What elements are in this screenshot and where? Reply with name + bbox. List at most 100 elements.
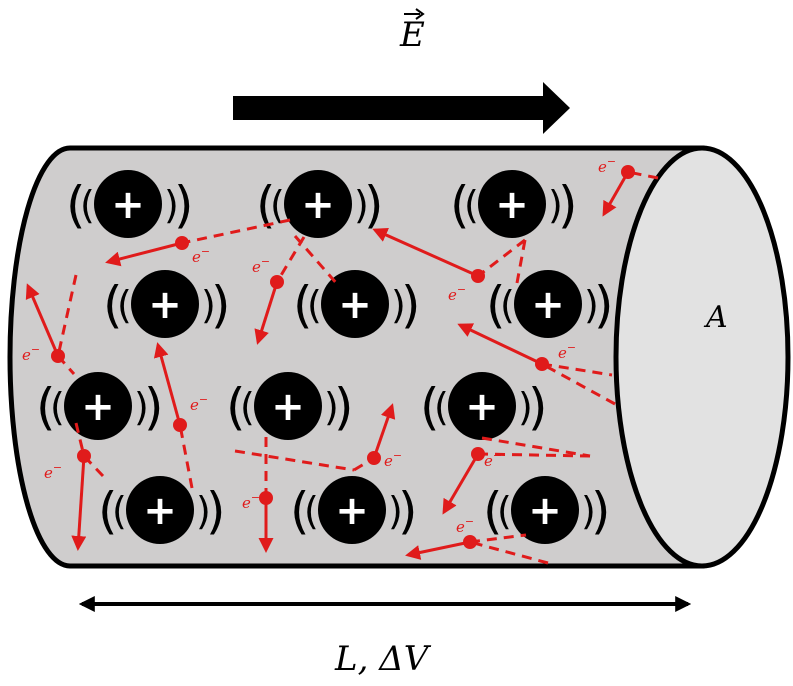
vibration-mark-right-inner: ) — [324, 385, 339, 429]
ion-plus-sign: + — [148, 282, 182, 328]
cross-section-face — [613, 145, 791, 569]
vibration-mark-right-inner: ) — [134, 385, 149, 429]
vibration-mark-right-inner: ) — [548, 183, 563, 227]
ion: (())+ — [486, 270, 614, 338]
vibration-mark-right: ) — [211, 276, 231, 334]
vibration-mark-left: ( — [226, 378, 246, 436]
vibration-mark-right-inner: ) — [354, 183, 369, 227]
vibration-mark-right: ) — [591, 482, 611, 540]
electron-previous-path — [477, 238, 526, 278]
ion-plus-sign: + — [465, 384, 499, 430]
ion-plus-sign: + — [271, 384, 305, 430]
electron-charge-superscript: − — [457, 283, 466, 296]
electron-velocity-arrow — [457, 323, 543, 366]
electron-previous-path — [541, 362, 616, 406]
ion-circle — [514, 270, 582, 338]
electron-previous-path — [515, 239, 527, 284]
conductor-cylinder-body — [7, 145, 705, 569]
vibration-mark-right-inner: ) — [388, 489, 403, 533]
ion-circle — [126, 476, 194, 544]
electron-charge-superscript: − — [607, 155, 616, 168]
ion: (())+ — [66, 170, 194, 238]
vibration-mark-right: ) — [334, 378, 354, 436]
electron-dot — [463, 535, 477, 549]
vibration-mark-right: ) — [364, 176, 384, 234]
vibration-mark-right-inner: ) — [201, 283, 216, 327]
ion-plus-sign: + — [301, 182, 335, 228]
vibration-mark-left: ( — [450, 176, 470, 234]
vibration-mark-left: ( — [36, 378, 56, 436]
vibration-mark-right-inner: ) — [581, 489, 596, 533]
electron-charge-superscript: − — [199, 393, 208, 406]
vibration-mark-right-inner: ) — [164, 183, 179, 227]
electron-charge-superscript: − — [31, 343, 40, 356]
electron-velocity-arrow — [602, 171, 630, 217]
electron-dot — [77, 449, 91, 463]
electron-charge-superscript: − — [201, 245, 210, 258]
ion-circle — [131, 270, 199, 338]
ion-plus-sign: + — [495, 182, 529, 228]
ion-lattice: (())+(())+(())+(())+(())+(())+(())+(())+… — [36, 170, 614, 544]
vibration-mark-right-inner: ) — [196, 489, 211, 533]
electron-dot — [51, 349, 65, 363]
electron-previous-path — [469, 540, 549, 565]
electron-previous-path — [541, 362, 613, 377]
electron-velocity-arrow — [372, 228, 479, 278]
electric-field-label: E — [399, 8, 425, 55]
ion-plus-sign: + — [528, 488, 562, 534]
vibration-mark-left-inner: ( — [307, 283, 322, 327]
electron-velocity-arrow — [153, 342, 182, 426]
ion: (())+ — [420, 372, 548, 440]
vibration-mark-left: ( — [486, 276, 506, 334]
electron-velocity-arrow — [71, 455, 87, 551]
ion-circle — [94, 170, 162, 238]
ion: (())+ — [98, 476, 226, 544]
electron-previous-path — [469, 533, 527, 544]
ion: (()) + — [226, 372, 354, 440]
electron-charge-superscript: − — [393, 449, 402, 462]
electron-charge-superscript: − — [251, 491, 260, 504]
vibration-mark-left: ( — [66, 176, 86, 234]
ion-plus-sign: + — [338, 282, 372, 328]
vibration-mark-right: ) — [528, 378, 548, 436]
electron-previous-path — [234, 449, 355, 472]
vibration-mark-left: ( — [483, 482, 503, 540]
vibration-mark-right: ) — [401, 276, 421, 334]
vibration-mark-left-inner: ( — [80, 183, 95, 227]
vibration-mark-left-inner: ( — [434, 385, 449, 429]
ion-circle — [321, 270, 389, 338]
electron-previous-path — [56, 274, 78, 357]
electron-charge-superscript: − — [53, 461, 62, 474]
ion-plus-sign: + — [335, 488, 369, 534]
electron-previous-path — [477, 452, 591, 458]
electron: e− — [153, 342, 208, 489]
vibration-mark-left-inner: ( — [117, 283, 132, 327]
ion-circle — [318, 476, 386, 544]
electron-charge-superscript: − — [493, 449, 502, 462]
electron: e− — [598, 155, 659, 217]
vibration-mark-left: ( — [290, 482, 310, 540]
ion: (())+ — [293, 270, 421, 338]
ion-circle — [478, 170, 546, 238]
electron-dot — [259, 491, 273, 505]
electron: e− — [405, 515, 549, 565]
electron-previous-path — [481, 436, 591, 458]
ion: (())+ — [290, 476, 418, 544]
vibration-mark-left-inner: ( — [270, 183, 285, 227]
electron-velocity-arrow — [442, 453, 480, 515]
electron-velocity-arrow — [405, 540, 471, 560]
electron-previous-path — [275, 236, 306, 283]
ion-circle — [254, 372, 322, 440]
svg-text:E: E — [399, 15, 425, 55]
ion-circle — [511, 476, 579, 544]
ion-plus-sign: + — [143, 488, 177, 534]
vibration-mark-left-inner: ( — [240, 385, 255, 429]
electron-dot — [367, 451, 381, 465]
vibration-mark-left-inner: ( — [464, 183, 479, 227]
electron-previous-path — [74, 422, 86, 457]
electron-paths: e−e−e−e−e−e−e−e−e−e−e−e− — [22, 155, 659, 565]
vibration-mark-left-inner: ( — [50, 385, 65, 429]
vibration-mark-right-inner: ) — [391, 283, 406, 327]
electron-dot — [471, 269, 485, 283]
